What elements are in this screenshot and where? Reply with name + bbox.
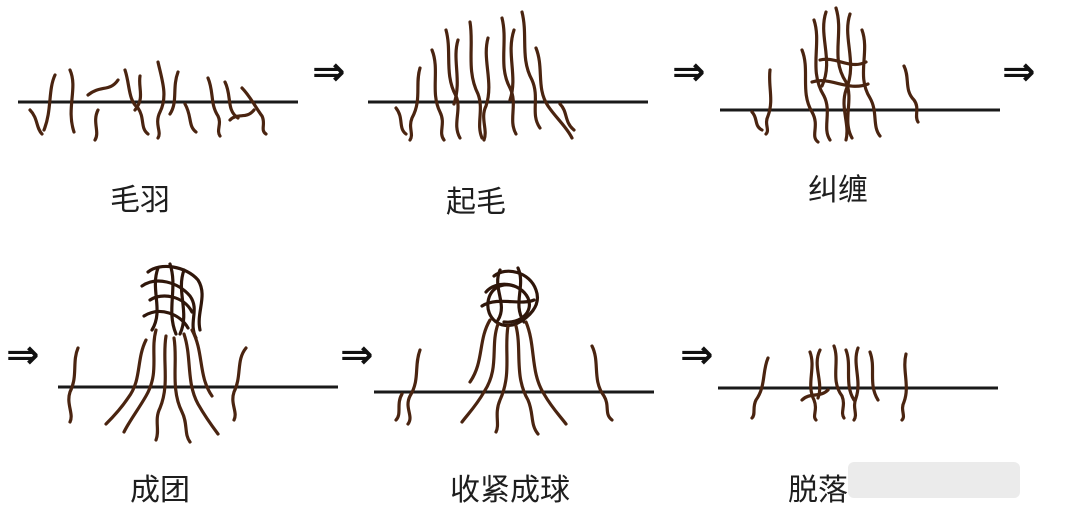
arrow-4: ⇒ (6, 332, 40, 378)
fibers-ball (394, 266, 614, 436)
arrow-3: ⇒ (1002, 49, 1036, 95)
label-fuzz: 毛羽 (110, 183, 170, 218)
arrow-1: ⇒ (312, 49, 346, 95)
fibers-fuzz (28, 60, 268, 142)
label-entangle: 纠缠 (808, 173, 868, 208)
label-ball: 收紧成球 (450, 473, 570, 508)
stage-shed (718, 344, 998, 422)
label-clump: 成团 (130, 473, 190, 508)
watermark-blur (848, 462, 1020, 498)
stage-ball (374, 266, 654, 436)
fibers-clump (67, 262, 248, 444)
fibers-shed (750, 344, 908, 422)
arrow-5: ⇒ (340, 332, 374, 378)
stage-clump (58, 262, 338, 444)
label-shed: 脱落 (788, 473, 848, 508)
stage-fuzz (18, 60, 298, 142)
arrow-2: ⇒ (672, 49, 706, 95)
fibers-raising (394, 10, 576, 142)
stage-raising (368, 10, 648, 142)
label-raising: 起毛 (446, 185, 506, 220)
arrow-6: ⇒ (680, 332, 714, 378)
fibers-entangle (750, 6, 920, 144)
stage-entangle (720, 6, 1000, 144)
